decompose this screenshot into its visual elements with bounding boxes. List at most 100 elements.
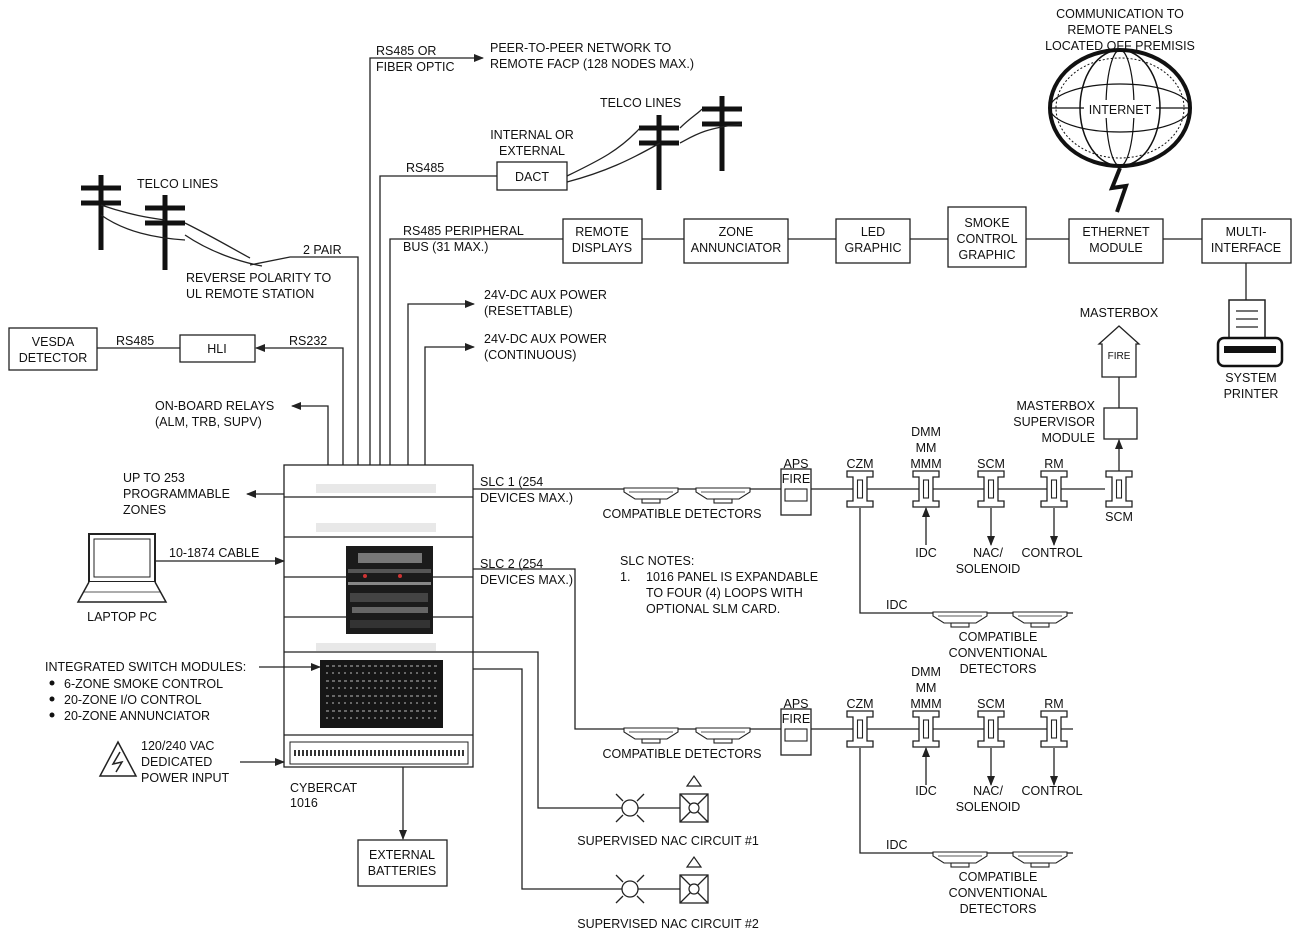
svg-text:DACT: DACT [515,170,549,184]
internet-globe-icon: INTERNET [1048,48,1192,213]
printer-icon [1216,299,1284,368]
slc2-control-label: CONTROL [1021,784,1082,798]
slc1-conv-detector-1-icon [932,611,988,628]
slc2-detector-2-icon [695,727,751,744]
cable-label: 10-1874 CABLE [169,546,259,560]
svg-text:1.: 1. [620,570,630,584]
high-voltage-icon [98,740,138,777]
rs232-label: RS232 [289,334,327,348]
aux-resettable-label: 24V-DC AUX POWER(RESETTABLE) [484,288,607,318]
svg-text:FIRE: FIRE [1108,351,1131,362]
slc1-aps-label: APS [783,457,808,471]
onboard-relays-label: ON-BOARD RELAYS(ALM, TRB, SUPV) [155,399,274,429]
hli-box: HLI [179,334,256,363]
slc1-scm-bottom-label: SCM [1105,510,1133,524]
svg-text:20-ZONE I/O CONTROL: 20-ZONE I/O CONTROL [64,693,202,707]
svg-text:FIRE: FIRE [782,712,810,726]
laptop-icon [76,533,168,603]
slc1-aps-icon: FIRE [780,468,812,516]
masterbox-supervisor-box [1103,407,1138,440]
nac1-strobe-icon [679,775,709,823]
svg-text:MULTI-INTERFACE: MULTI-INTERFACE [1211,225,1281,255]
svg-text:FIRE: FIRE [782,472,810,486]
masterbox-fire-icon: FIRE [1097,325,1141,378]
slc2-conv-detector-2-icon [1012,851,1068,868]
slc2-idc-arrow-label: IDC [915,784,937,798]
rs485-dact-label: RS485 [406,161,444,175]
nac2-strobe-icon [679,856,709,904]
telco-poles-right-icon [566,96,742,190]
switch-modules-title: INTEGRATED SWITCH MODULES: [45,660,246,674]
slc2-nac-label: NAC/SOLENOID [956,784,1021,814]
slc1-idc-line-label: IDC [886,598,908,612]
aux-continuous-label: 24V-DC AUX POWER(CONTINUOUS) [484,332,607,362]
svg-text:6-ZONE SMOKE CONTROL: 6-ZONE SMOKE CONTROL [64,677,223,691]
multi-interface-box: MULTI-INTERFACE [1201,218,1292,264]
telco-poles-left-icon [81,175,263,270]
laptop-label: LAPTOP PC [87,610,157,624]
slc1-detector-2-icon [695,487,751,504]
slc1-detectors-label: COMPATIBLE DETECTORS [602,507,761,521]
slc1-idc-arrow-label: IDC [915,546,937,560]
slc2-aps-label: APS [783,697,808,711]
slc2-idc-line-label: IDC [886,838,908,852]
slc1-czm-label: CZM [846,457,873,471]
slc2-rm-label: RM [1044,697,1063,711]
dact-box: DACT [496,161,568,191]
svg-text:SLC NOTES:: SLC NOTES: [620,554,694,568]
slc1-rm-label: RM [1044,457,1063,471]
slc1-scm-masterbox-icon [1105,470,1133,508]
slc2-detectors-label: COMPATIBLE DETECTORS [602,747,761,761]
switch-modules-rack [320,660,443,728]
slc2-czm-label: CZM [846,697,873,711]
switch-modules-list: 6-ZONE SMOKE CONTROL 20-ZONE I/O CONTROL… [49,677,223,723]
masterbox-label: MASTERBOX [1080,306,1159,320]
panel-risers [249,54,563,465]
slc1-control-label: CONTROL [1021,546,1082,560]
slc1-nac-label: NAC/SOLENOID [956,546,1021,576]
nac2-label: SUPERVISED NAC CIRCUIT #2 [577,917,759,931]
svg-text:20-ZONE ANNUNCIATOR: 20-ZONE ANNUNCIATOR [64,709,210,723]
slc2-aps-icon: FIRE [780,708,812,756]
rs485-vesda-label: RS485 [116,334,154,348]
slc2-conv-detector-1-icon [932,851,988,868]
slc1-conv-detector-2-icon [1012,611,1068,628]
slc1-detector-1-icon [623,487,679,504]
svg-text:HLI: HLI [207,342,226,356]
nac1-label: SUPERVISED NAC CIRCUIT #1 [577,834,759,848]
slc1-scm-label: SCM [977,457,1005,471]
slc2-scm-label: SCM [977,697,1005,711]
